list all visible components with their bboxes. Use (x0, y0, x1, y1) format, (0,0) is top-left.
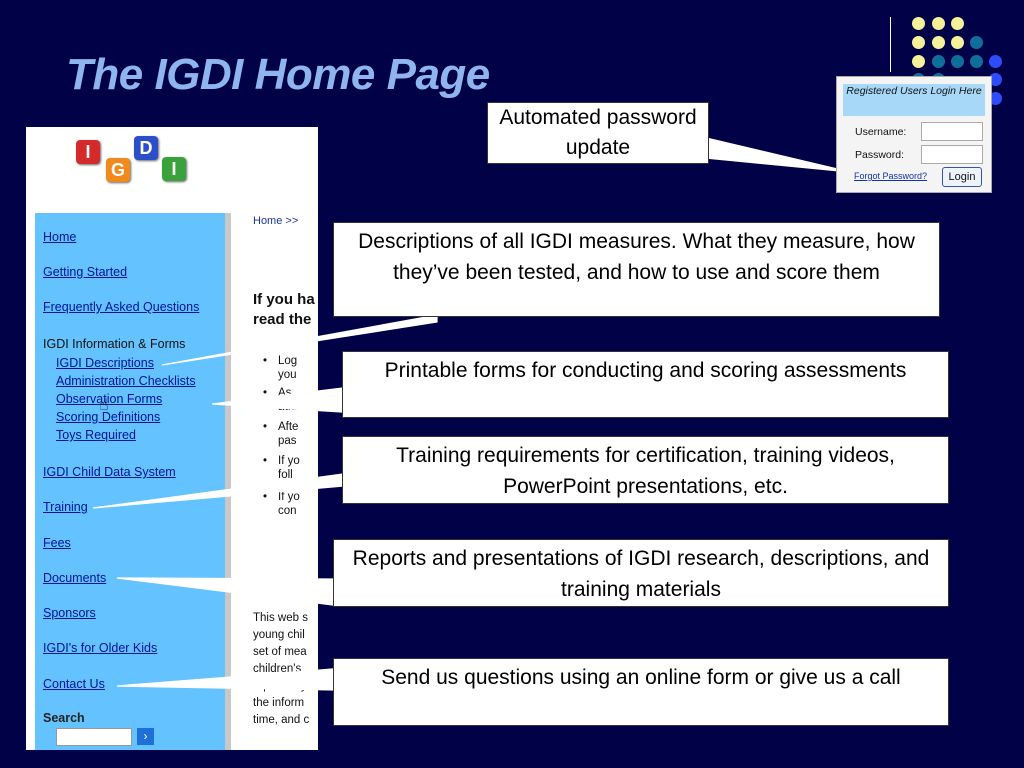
decorative-line (890, 17, 891, 72)
content-bullet-cont: pas (278, 435, 297, 447)
forgot-password-link[interactable]: Forgot Password? (854, 171, 928, 181)
content-heading-line-1: If you ha (253, 291, 315, 308)
nav-info-forms-heading: IGDI Information & Forms (43, 337, 186, 351)
username-field[interactable] (921, 122, 983, 141)
callout-descriptions: Descriptions of all IGDI measures. What … (333, 222, 940, 317)
igdi-logo: I G D I (74, 133, 194, 189)
nav-observation-forms[interactable]: Observation Forms (56, 392, 163, 406)
connector-contact (116, 668, 334, 691)
content-heading-line-2: read the (253, 311, 312, 328)
content-paragraph-line: This web s (253, 612, 308, 624)
connector-printable-forms (211, 387, 344, 413)
content-bullet-cont: you (278, 369, 297, 381)
hand-cursor-icon: ☝ (99, 397, 109, 414)
nav-training[interactable]: Training (43, 500, 88, 514)
search-input[interactable] (56, 728, 132, 746)
callout-printable-forms: Printable forms for conducting and scori… (342, 351, 949, 418)
callout-contact: Send us questions using an online form o… (333, 658, 949, 726)
nav-fees[interactable]: Fees (43, 536, 71, 550)
content-paragraph-line: the inform (253, 697, 305, 709)
login-button[interactable]: Login (942, 167, 982, 187)
slide-title: The IGDI Home Page (66, 50, 490, 99)
search-go-button[interactable]: › (137, 728, 154, 745)
content-paragraph-line: set of mea (253, 646, 307, 658)
content-bullet: Log (263, 353, 297, 369)
content-paragraph-line: time, and c (253, 714, 310, 726)
password-label: Password: (855, 149, 905, 161)
callout-password-update: Automated password update (487, 102, 709, 164)
content-bullet: If yo (263, 489, 300, 505)
nav-scoring-definitions[interactable]: Scoring Definitions (56, 410, 161, 424)
nav-older-kids[interactable]: IGDI's for Older Kids (43, 641, 158, 655)
nav-toys-required[interactable]: Toys Required (56, 428, 136, 442)
content-bullet: Afte (263, 419, 299, 435)
content-paragraph-line: young chil (253, 629, 305, 641)
content-bullet-cont: foll (278, 469, 293, 481)
password-field[interactable] (921, 145, 983, 164)
nav-home[interactable]: Home (43, 230, 77, 244)
nav-admin-checklists[interactable]: Administration Checklists (56, 374, 196, 388)
nav-documents[interactable]: Documents (43, 571, 107, 585)
content-bullet: If yo (263, 453, 300, 469)
nav-child-data-system[interactable]: IGDI Child Data System (43, 465, 176, 479)
search-label: Search (43, 711, 85, 725)
connector-reports (116, 577, 334, 606)
callout-reports: Reports and presentations of IGDI resear… (333, 539, 949, 607)
nav-igdi-descriptions[interactable]: IGDI Descriptions (56, 356, 154, 370)
login-box: Registered Users Login Here Username: Pa… (836, 76, 992, 193)
content-bullet-cont: con (278, 505, 297, 517)
connector-training (92, 473, 344, 509)
connector-descriptions (161, 314, 438, 366)
connector-password (705, 137, 851, 173)
breadcrumb[interactable]: Home >> (253, 215, 299, 227)
username-label: Username: (855, 126, 907, 138)
nav-faq[interactable]: Frequently Asked Questions (43, 300, 200, 314)
nav-contact-us[interactable]: Contact Us (43, 677, 105, 691)
nav-getting-started[interactable]: Getting Started (43, 265, 128, 279)
site-sidebar: Home Getting Started Frequently Asked Qu… (35, 213, 231, 750)
callout-training: Training requirements for certification,… (342, 436, 949, 504)
nav-sponsors[interactable]: Sponsors (43, 606, 96, 620)
login-heading: Registered Users Login Here (843, 84, 985, 116)
